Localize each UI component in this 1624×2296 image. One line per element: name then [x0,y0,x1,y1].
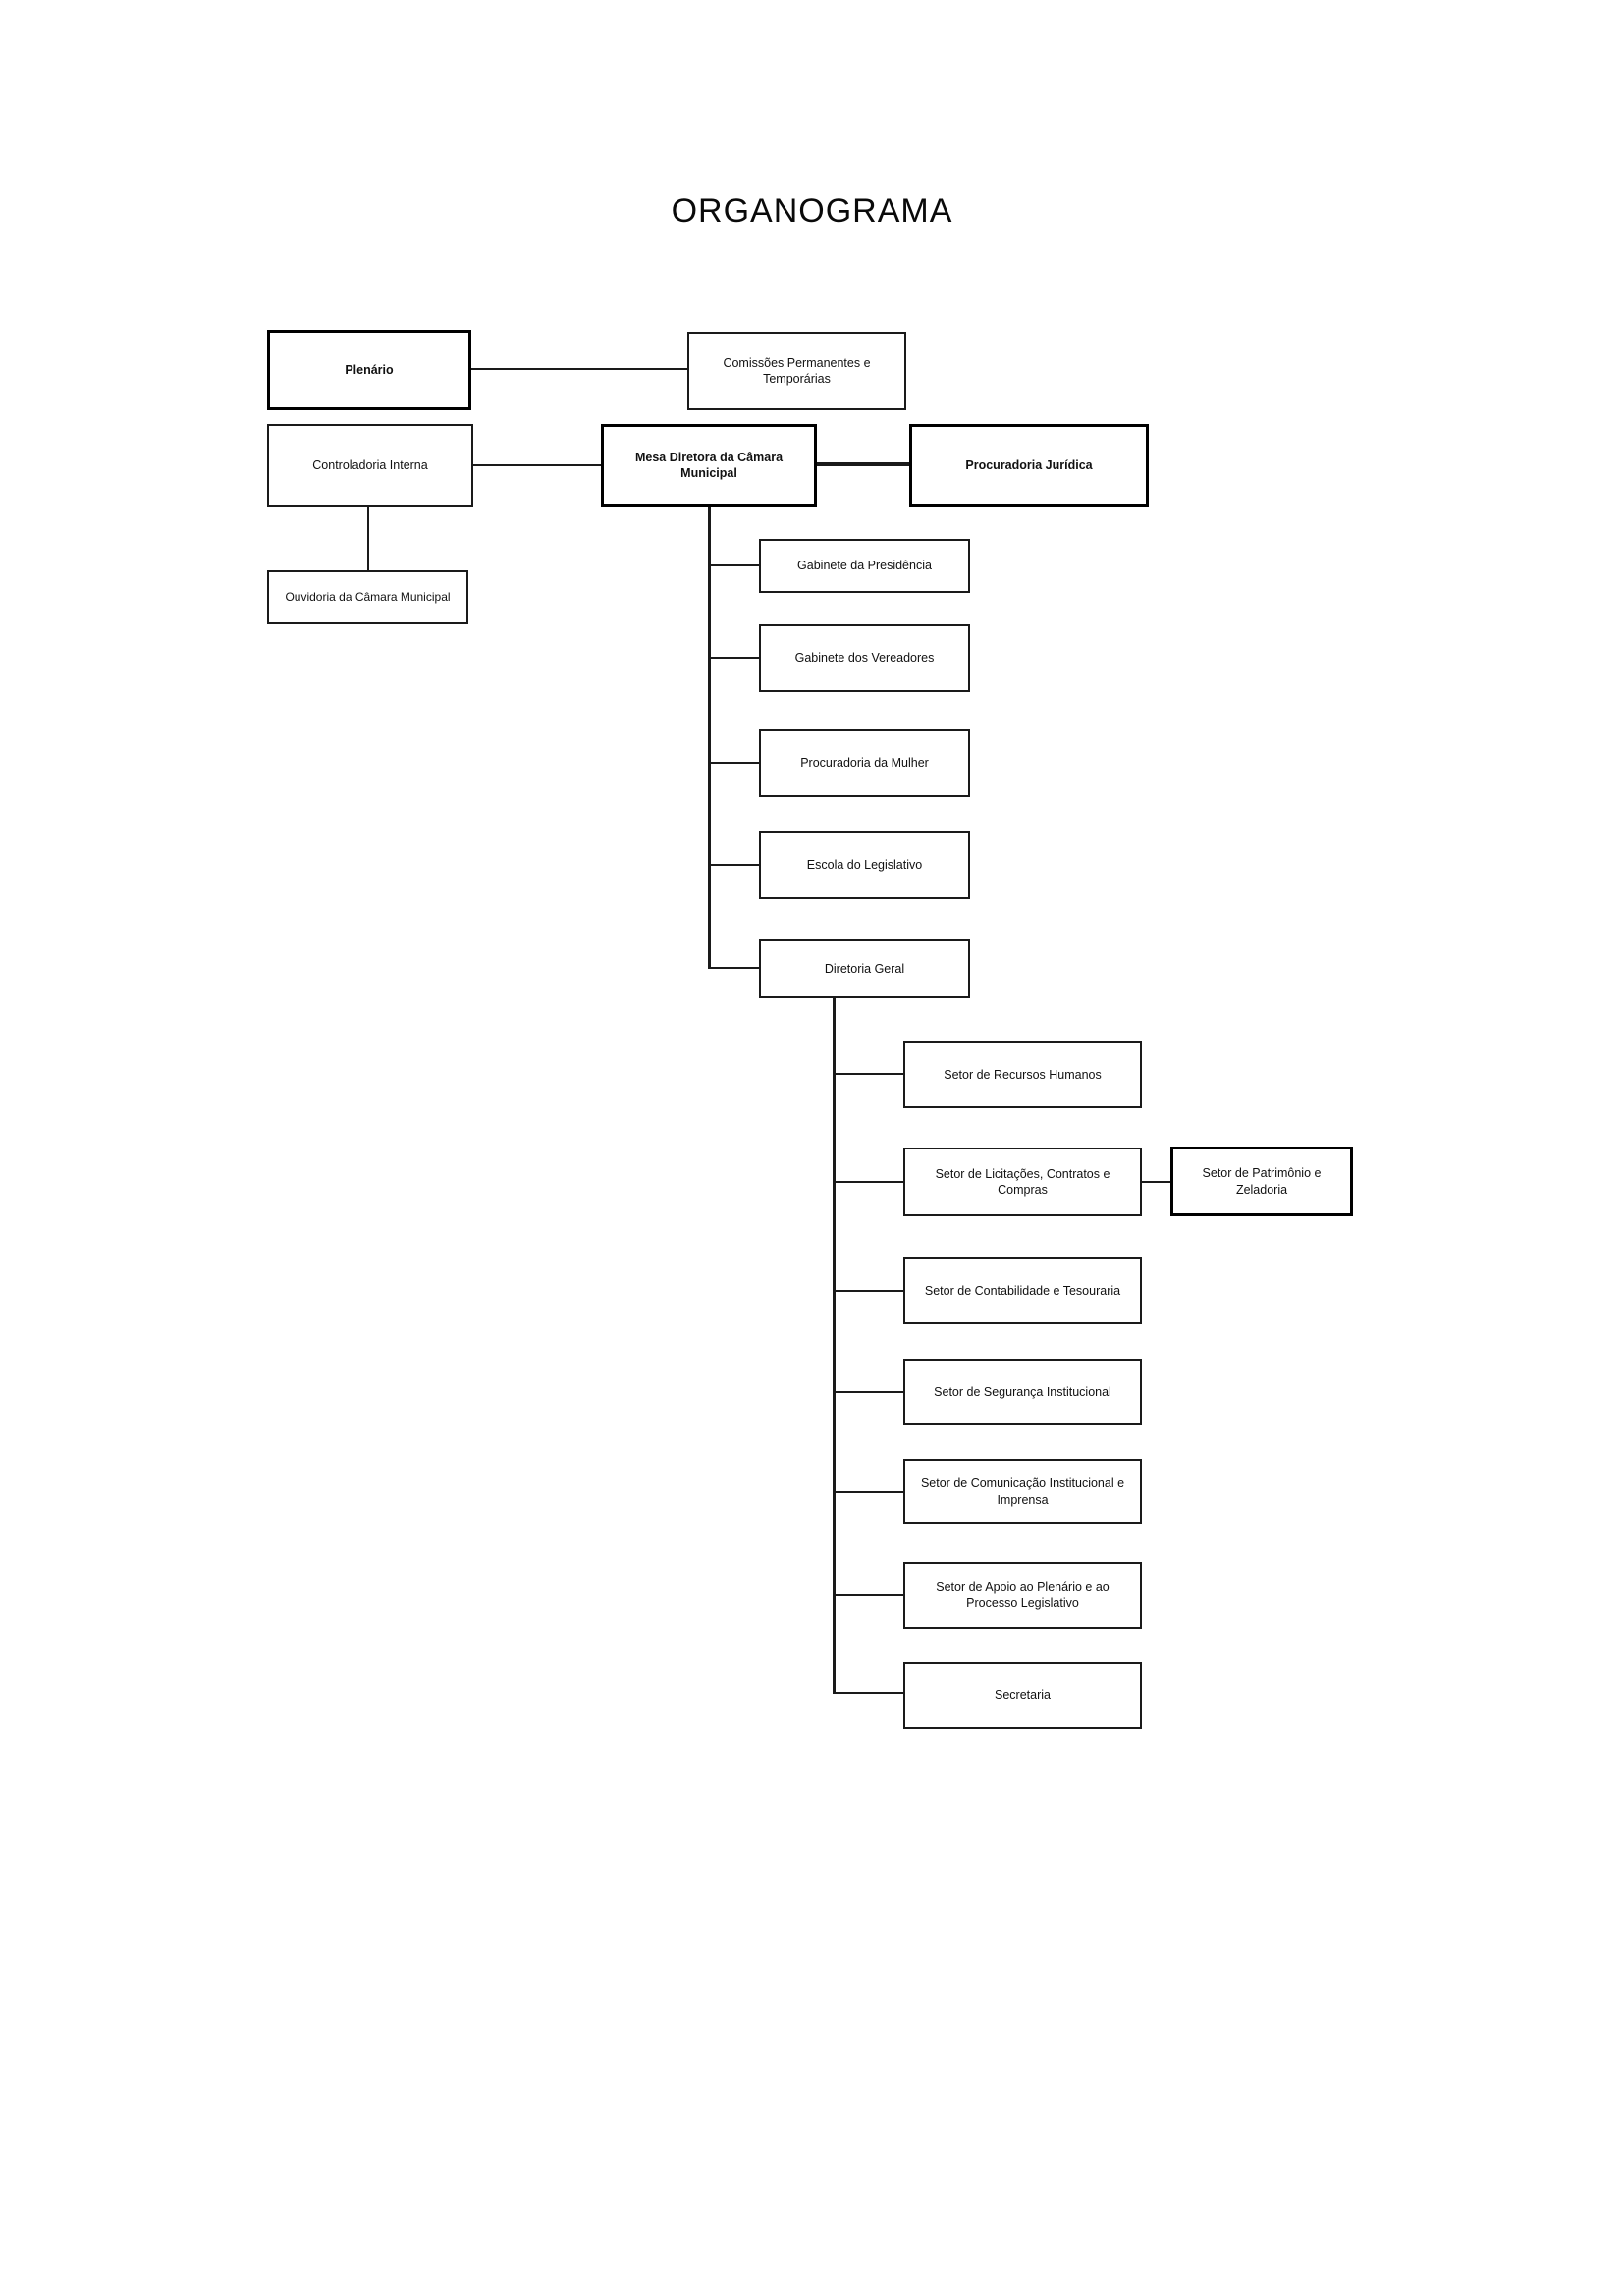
node-secretaria-label: Secretaria [995,1687,1051,1702]
node-secretaria: Secretaria [903,1662,1142,1729]
node-setor-licitacoes: Setor de Licitações, Contratos e Compras [903,1148,1142,1216]
branch-escola-legislativo [710,864,759,866]
node-setor-patrimonio: Setor de Patrimônio e Zeladoria [1170,1147,1353,1216]
node-setor-seguranca: Setor de Segurança Institucional [903,1359,1142,1425]
node-escola-legislativo: Escola do Legislativo [759,831,970,899]
node-setor-contabilidade-label: Setor de Contabilidade e Tesouraria [924,1283,1121,1298]
branch-procuradoria-mulher [710,762,759,764]
trunk-mesa-vertical [708,507,711,969]
node-comissoes-label: Comissões Permanentes e Temporárias [723,355,871,386]
connector-plenario-comissoes [471,368,687,370]
node-controladoria: Controladoria Interna [267,424,473,507]
node-plenario: Plenário [267,330,471,410]
node-gabinete-vereadores-label: Gabinete dos Vereadores [794,651,935,666]
node-setor-apoio-plenario: Setor de Apoio ao Plenário e ao Processo… [903,1562,1142,1629]
node-diretoria-geral: Diretoria Geral [759,939,970,998]
node-ouvidoria: Ouvidoria da Câmara Municipal [267,570,468,624]
node-diretoria-geral-label: Diretoria Geral [824,961,905,976]
branch-diretoria-geral [708,967,759,969]
node-setor-contabilidade: Setor de Contabilidade e Tesouraria [903,1257,1142,1324]
connector-controladoria-ouvidoria [367,507,369,570]
branch-gabinete-vereadores [710,657,759,659]
node-setor-rh: Setor de Recursos Humanos [903,1041,1142,1108]
branch-gabinete-presidencia [710,564,759,566]
node-setor-patrimonio-label: Setor de Patrimônio e Zeladoria [1202,1166,1322,1197]
node-setor-comunicacao: Setor de Comunicação Institucional e Imp… [903,1459,1142,1524]
branch-setor-seguranca [835,1391,903,1393]
node-procuradoria-juridica: Procuradoria Jurídica [909,424,1149,507]
node-procuradoria-juridica-label: Procuradoria Jurídica [965,457,1093,472]
node-mesa-diretora-label: Mesa Diretora da Câmara Municipal [634,450,784,480]
branch-setor-contabilidade [835,1290,903,1292]
connector-licitacoes-patrimonio [1142,1181,1170,1183]
node-ouvidoria-label: Ouvidoria da Câmara Municipal [285,589,451,604]
branch-setor-apoio [835,1594,903,1596]
node-escola-legislativo-label: Escola do Legislativo [806,858,923,873]
node-gabinete-vereadores: Gabinete dos Vereadores [759,624,970,692]
connector-controladoria-mesa [473,464,601,466]
branch-secretaria [833,1692,903,1694]
node-setor-apoio-plenario-label: Setor de Apoio ao Plenário e ao Processo… [936,1579,1110,1610]
trunk-diretoria-vertical [833,998,836,1694]
node-gabinete-presidencia: Gabinete da Presidência [759,539,970,593]
branch-setor-licitacoes [835,1181,903,1183]
connector-mesa-procuradoria [817,462,909,466]
node-mesa-diretora: Mesa Diretora da Câmara Municipal [601,424,817,507]
node-controladoria-label: Controladoria Interna [312,457,428,472]
branch-setor-comunicacao [835,1491,903,1493]
node-plenario-label: Plenário [345,362,394,377]
node-gabinete-presidencia-label: Gabinete da Presidência [797,559,932,573]
node-procuradoria-mulher-label: Procuradoria da Mulher [800,756,929,771]
node-setor-comunicacao-label: Setor de Comunicação Institucional e Imp… [920,1476,1125,1507]
node-setor-rh-label: Setor de Recursos Humanos [944,1067,1102,1082]
node-comissoes: Comissões Permanentes e Temporárias [687,332,906,410]
page-title: ORGANOGRAMA [671,192,953,230]
branch-setor-rh [835,1073,903,1075]
node-procuradoria-mulher: Procuradoria da Mulher [759,729,970,797]
node-setor-licitacoes-label: Setor de Licitações, Contratos e Compras [935,1166,1110,1197]
node-setor-seguranca-label: Setor de Segurança Institucional [934,1384,1111,1399]
